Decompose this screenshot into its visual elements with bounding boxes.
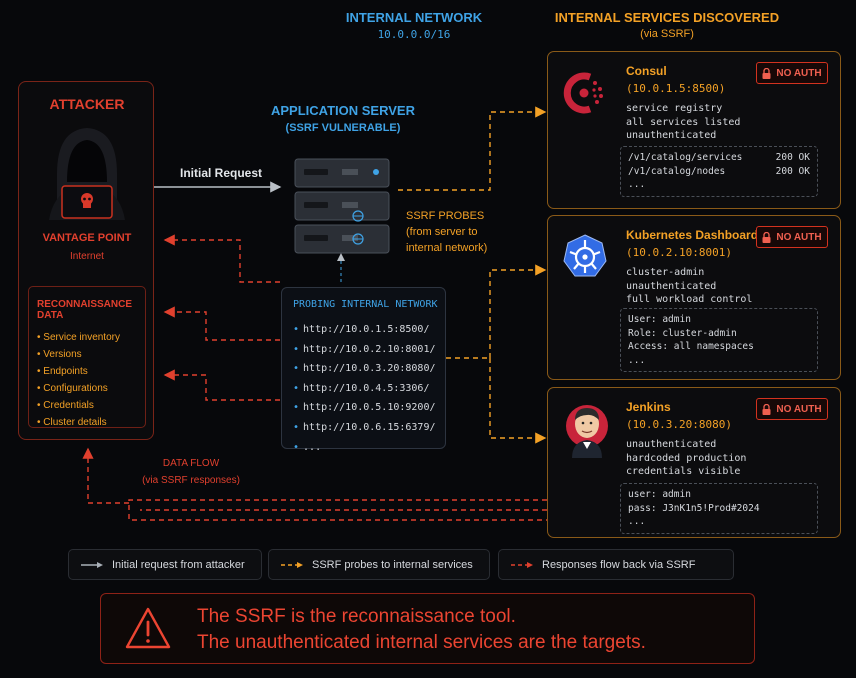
kubernetes-icon — [563, 234, 607, 277]
services-header-title: INTERNAL SERVICES DISCOVERED — [554, 10, 780, 25]
recon-item: Cluster details — [37, 414, 145, 431]
response-path-3 — [163, 369, 280, 401]
probe-target: •http://10.0.6.15:6379/ — [293, 421, 436, 433]
internal-network-subnet: 10.0.0.0/16 — [377, 28, 451, 41]
legend-ssrf-probes: SSRF probes to internal services — [268, 549, 490, 580]
recon-item: Service inventory — [37, 329, 145, 346]
probe-target: •http://10.0.5.10:9200/ — [293, 402, 436, 414]
ssrf-probes-line2: internal network) — [406, 242, 488, 254]
probe-path-kubernetes — [489, 264, 547, 358]
probing-network-box: PROBING INTERNAL NETWORK •http://10.0.1.… — [281, 287, 446, 453]
probe-path-jenkins — [489, 358, 547, 444]
jenkins-icon — [566, 405, 608, 458]
banner-line-2: The unauthenticated internal services ar… — [197, 632, 646, 653]
no-auth-badge: NO AUTH — [756, 398, 828, 420]
no-auth-badge: NO AUTH — [756, 226, 828, 248]
legend-red-dashed-arrow-icon — [511, 561, 533, 568]
recon-item: Configurations — [37, 380, 145, 397]
probe-target: •... — [293, 441, 322, 453]
conclusion-banner: The SSRF is the reconnaissance tool. The… — [100, 593, 755, 664]
service-name: Jenkins — [626, 400, 671, 414]
recon-item: Versions — [37, 346, 145, 363]
warning-icon — [125, 607, 171, 649]
recon-item: Endpoints — [37, 363, 145, 380]
banner-line-1: The SSRF is the reconnaissance tool. — [197, 606, 516, 627]
response-path-1 — [163, 234, 280, 283]
app-server-subtitle: (SSRF VULNERABLE) — [285, 122, 401, 134]
legend-label: Responses flow back via SSRF — [542, 558, 696, 571]
lock-icon — [762, 67, 771, 79]
lock-icon — [762, 231, 771, 243]
legend-responses: Responses flow back via SSRF — [498, 549, 734, 580]
probe-target-list: •http://10.0.1.5:8500/ •http://10.0.2.10… — [282, 310, 445, 457]
service-card-consul: Consul (10.0.1.5:8500) NO AUTH service r… — [547, 51, 841, 209]
data-flow-title: DATA FLOW — [162, 458, 220, 469]
server-stack-icon — [294, 158, 390, 254]
legend-initial-request: Initial request from attacker — [68, 549, 262, 580]
data-flow-subtitle: (via SSRF responses) — [142, 475, 240, 486]
probe-target: •http://10.0.4.5:3306/ — [293, 382, 430, 394]
response-path-2 — [163, 306, 280, 341]
ssrf-probes-line1: (from server to — [406, 226, 478, 238]
data-flow-path — [82, 447, 129, 504]
service-address: (10.0.2.10:8001) — [626, 246, 732, 259]
internal-network-title: INTERNAL NETWORK — [345, 10, 483, 25]
legend-label: SSRF probes to internal services — [312, 558, 473, 571]
initial-request-label: Initial Request — [179, 166, 262, 180]
service-card-kubernetes: Kubernetes Dashboard (10.0.2.10:8001) NO… — [547, 215, 841, 380]
app-server-title: APPLICATION SERVER — [271, 103, 415, 118]
lock-icon — [762, 403, 771, 415]
service-name: Consul — [626, 64, 667, 78]
probe-target: •http://10.0.3.20:8080/ — [293, 363, 436, 375]
hacker-icon — [49, 128, 125, 220]
recon-list: Service inventory Versions Endpoints Con… — [29, 321, 145, 431]
attacker-title: ATTACKER — [49, 96, 125, 112]
recon-item: Credentials — [37, 397, 145, 414]
response-snippet: User: admin Role: cluster-admin Access: … — [620, 308, 818, 372]
reconnaissance-data-box: RECONNAISSANCE DATA Service inventory Ve… — [28, 286, 146, 428]
probing-title: PROBING INTERNAL NETWORK — [293, 299, 438, 310]
service-name: Kubernetes Dashboard — [626, 228, 759, 242]
legend-orange-dashed-arrow-icon — [281, 561, 303, 568]
attacker-location: Internet — [70, 251, 104, 262]
legend-solid-arrow-icon — [81, 561, 103, 568]
recon-title: RECONNAISSANCE DATA — [37, 299, 133, 321]
consul-icon — [563, 72, 603, 114]
vantage-point-label: VANTAGE POINT — [42, 232, 132, 244]
probe-target: •http://10.0.2.10:8001/ — [293, 343, 436, 355]
response-snippet: user: admin pass: J3nK1n5!Prod#2024 ... — [620, 483, 818, 534]
service-address: (10.0.3.20:8080) — [626, 418, 732, 431]
service-address: (10.0.1.5:8500) — [626, 82, 726, 95]
no-auth-badge: NO AUTH — [756, 62, 828, 84]
service-card-jenkins: Jenkins (10.0.3.20:8080) NO AUTH unauthe… — [547, 387, 841, 538]
ssrf-probes-label: SSRF PROBES (from server to internal net… — [406, 208, 516, 256]
legend-label: Initial request from attacker — [112, 558, 245, 571]
probe-target: •http://10.0.1.5:8500/ — [293, 324, 430, 335]
ssrf-probes-title: SSRF PROBES — [406, 210, 485, 222]
probe-path-consul — [398, 106, 547, 191]
services-header-subtitle: (via SSRF) — [640, 28, 694, 40]
